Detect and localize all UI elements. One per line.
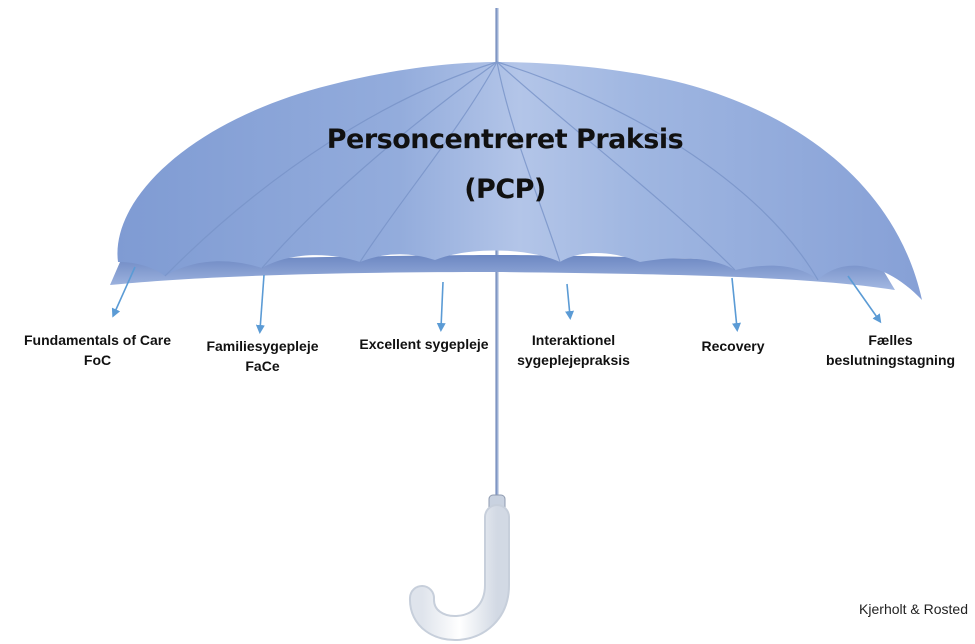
diagram-title: Personcentreret Praksis bbox=[326, 124, 684, 155]
branch-line2: beslutningstagning bbox=[825, 352, 956, 368]
arrow-down-icon bbox=[565, 283, 575, 320]
branch-line1: Excellent sygepleje bbox=[359, 336, 489, 352]
branch-label-excellent: Excellent sygepleje bbox=[348, 334, 500, 354]
arrow-down-icon bbox=[436, 281, 446, 332]
branch-line2: sygeplejepraksis bbox=[517, 352, 630, 368]
branch-line1: Fælles bbox=[868, 332, 913, 348]
branch-label-interaktionel: Interaktionel sygeplejepraksis bbox=[506, 330, 641, 370]
branch-label-fundamentals: Fundamentals of Care FoC bbox=[10, 330, 185, 370]
branch-line1: Familiesygepleje bbox=[206, 338, 319, 354]
arrow-down-icon bbox=[847, 275, 882, 324]
branch-label-familiesygepleje: Familiesygepleje FaCe bbox=[195, 336, 330, 376]
branch-line1: Interaktionel bbox=[531, 332, 616, 348]
arrow-down-icon bbox=[255, 274, 265, 334]
branch-label-faelles: Fælles beslutningstagning bbox=[808, 330, 973, 370]
arrow-down-icon bbox=[731, 277, 741, 332]
branch-line1: Fundamentals of Care bbox=[23, 332, 172, 348]
branch-line2: FaCe bbox=[245, 358, 280, 374]
credit-text: Kjerholt & Rosted bbox=[859, 601, 968, 617]
diagram-subtitle: (PCP) bbox=[464, 174, 546, 205]
branch-line1: Recovery bbox=[701, 338, 765, 354]
branch-label-recovery: Recovery bbox=[693, 336, 773, 356]
arrow-down-icon bbox=[111, 266, 136, 318]
branch-line2: FoC bbox=[83, 352, 112, 368]
